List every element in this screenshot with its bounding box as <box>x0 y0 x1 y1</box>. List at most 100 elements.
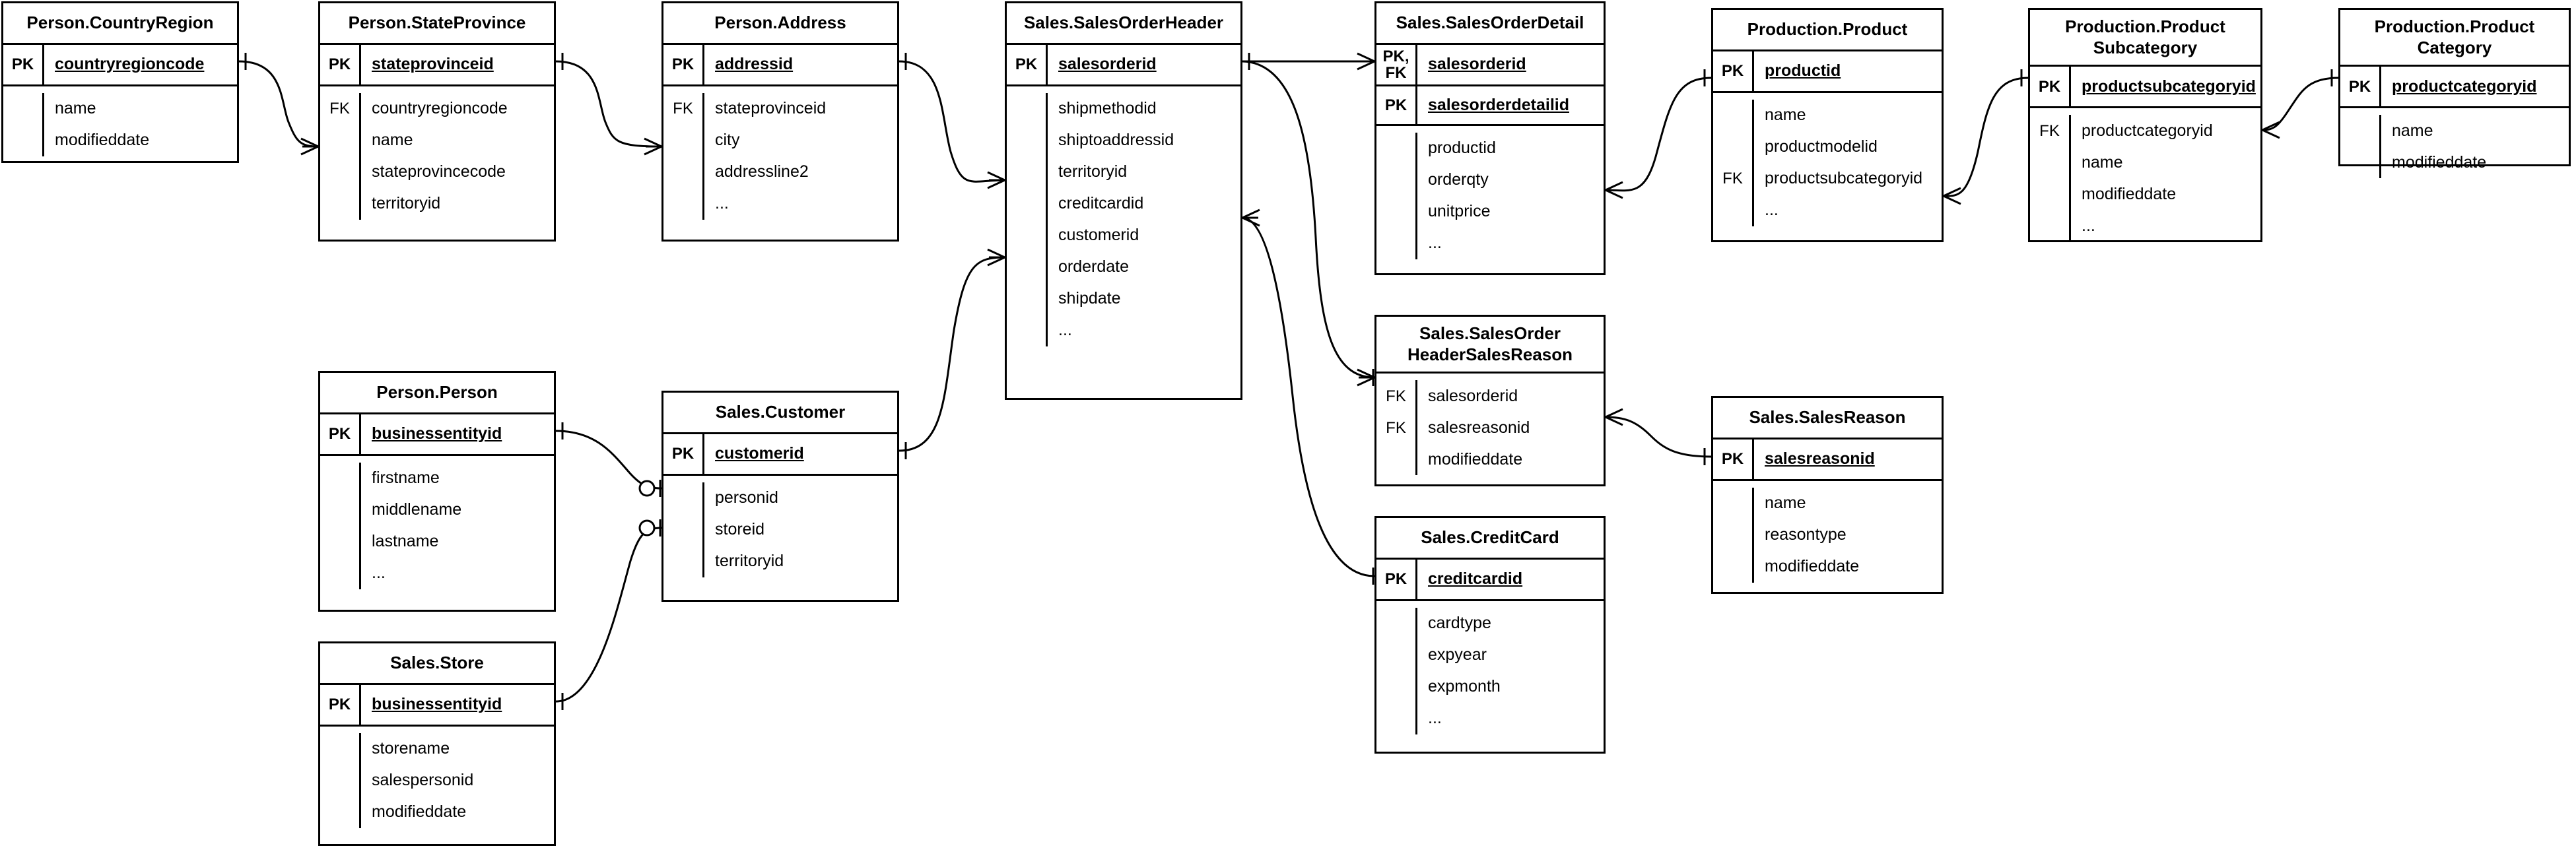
attr-row[interactable]: PK productcategoryid <box>2340 67 2569 107</box>
entity-production-product[interactable]: Production.Product PK productid name pro… <box>1711 8 1944 242</box>
key-badge <box>1376 443 1417 476</box>
entity-title: Production.Product Subcategory <box>2030 10 2260 67</box>
key-badge <box>320 796 361 828</box>
attr-row[interactable]: city <box>663 124 897 156</box>
attr-row[interactable]: stateprovincecode <box>320 156 554 188</box>
attr-row[interactable]: FK countryregioncode <box>320 92 554 125</box>
attr-row[interactable]: PK productid <box>1713 51 1942 91</box>
attr-name: stateprovinceid <box>715 99 827 118</box>
attr-row[interactable]: PK salesorderid <box>1007 44 1240 84</box>
attr-row[interactable]: orderdate <box>1007 251 1240 283</box>
key-badge <box>1007 219 1048 251</box>
attr-name: salesorderdetailid <box>1428 95 1569 114</box>
attr-name: productmodelid <box>1765 137 1878 156</box>
attr-row[interactable]: productid <box>1376 132 1604 164</box>
attr-row[interactable]: unitprice <box>1376 195 1604 228</box>
entity-sales-salesreason[interactable]: Sales.SalesReason PK salesreasonid name … <box>1711 396 1944 594</box>
entity-sales-salesorderdetail[interactable]: Sales.SalesOrderDetail PK, FK salesorder… <box>1374 1 1606 275</box>
entity-person-person[interactable]: Person.Person PK businessentityid firstn… <box>318 371 556 612</box>
attr-row[interactable]: PK addressid <box>663 44 897 84</box>
attr-row[interactable]: name <box>1713 99 1942 131</box>
attr-row[interactable]: ... <box>1713 194 1942 226</box>
attr-row[interactable]: PK salesreasonid <box>1713 439 1942 479</box>
attr-row[interactable]: personid <box>663 482 897 514</box>
attr-row[interactable]: territoryid <box>320 187 554 220</box>
attr-row[interactable]: FK productsubcategoryid <box>1713 162 1942 195</box>
attr-row[interactable]: PK businessentityid <box>320 414 554 454</box>
attr-name: addressid <box>715 55 794 74</box>
attr-row[interactable]: name <box>1713 487 1942 519</box>
entity-attr-section: FK stateprovinceid city addressline2 ... <box>663 84 897 228</box>
attr-row[interactable]: name <box>2030 146 2260 179</box>
attr-row[interactable]: orderqty <box>1376 164 1604 196</box>
attr-row[interactable]: name <box>2340 115 2569 147</box>
attr-name: shipmethodid <box>1058 99 1157 118</box>
attr-row[interactable]: firstname <box>320 462 554 494</box>
attr-row[interactable]: salespersonid <box>320 764 554 797</box>
attr-row[interactable]: FK salesreasonid <box>1376 412 1604 444</box>
attr-name: ... <box>1058 321 1072 340</box>
entity-sales-salesorderheader[interactable]: Sales.SalesOrderHeader PK salesorderid s… <box>1005 1 1242 400</box>
attr-row[interactable]: expmonth <box>1376 670 1604 703</box>
entity-sales-store[interactable]: Sales.Store PK businessentityid storenam… <box>318 641 556 846</box>
key-badge <box>1007 124 1048 156</box>
attr-row[interactable]: PK stateprovinceid <box>320 44 554 84</box>
attr-row[interactable]: cardtype <box>1376 607 1604 639</box>
attr-row[interactable]: storename <box>320 732 554 765</box>
attr-row[interactable]: modifieddate <box>320 796 554 828</box>
attr-row[interactable]: FK salesorderid <box>1376 380 1604 412</box>
attr-row[interactable]: PK customerid <box>663 434 897 474</box>
attr-row[interactable]: modifieddate <box>3 124 237 156</box>
attr-row[interactable]: reasontype <box>1713 519 1942 551</box>
attr-row[interactable]: addressline2 <box>663 156 897 188</box>
attr-row[interactable]: shiptoaddressid <box>1007 124 1240 156</box>
key-badge <box>320 462 361 494</box>
attr-row[interactable]: modifieddate <box>2340 146 2569 179</box>
attr-row[interactable]: ... <box>1376 227 1604 259</box>
key-badge <box>1713 99 1754 131</box>
attr-row[interactable]: PK salesorderdetailid <box>1376 84 1604 124</box>
attr-row[interactable]: customerid <box>1007 219 1240 251</box>
attr-row[interactable]: modifieddate <box>1376 443 1604 476</box>
entity-production-productsubcategory[interactable]: Production.Product Subcategory PK produc… <box>2028 8 2262 242</box>
attr-row[interactable]: expyear <box>1376 639 1604 671</box>
attr-row[interactable]: storeid <box>663 513 897 546</box>
attr-row[interactable]: shipmethodid <box>1007 92 1240 125</box>
attr-row[interactable]: PK creditcardid <box>1376 559 1604 599</box>
attr-row[interactable]: FK stateprovinceid <box>663 92 897 125</box>
entity-title: Person.Person <box>320 373 554 414</box>
attr-row[interactable]: territoryid <box>663 545 897 577</box>
attr-row[interactable]: ... <box>1376 702 1604 734</box>
attr-row[interactable]: lastname <box>320 525 554 558</box>
attr-row[interactable]: ... <box>663 187 897 220</box>
entity-sales-creditcard[interactable]: Sales.CreditCard PK creditcardid cardtyp… <box>1374 516 1606 754</box>
entity-production-productcategory[interactable]: Production.Product Category PK productca… <box>2338 8 2571 179</box>
entity-sales-salesorderheadersalesreason[interactable]: Sales.SalesOrder HeaderSalesReason FK sa… <box>1374 315 1606 486</box>
rel-countryregion-stateprovince <box>238 53 319 156</box>
attr-row[interactable]: productmodelid <box>1713 131 1942 163</box>
attr-row[interactable]: PK productsubcategoryid <box>2030 67 2260 107</box>
attr-row[interactable]: name <box>3 92 237 125</box>
attr-row[interactable]: PK countryregioncode <box>3 44 237 84</box>
entity-person-address[interactable]: Person.Address PK addressid FK stateprov… <box>661 1 899 242</box>
attr-row[interactable]: name <box>320 124 554 156</box>
attr-row[interactable]: creditcardid <box>1007 187 1240 220</box>
entity-person-countryregion[interactable]: Person.CountryRegion PK countryregioncod… <box>1 1 239 163</box>
attr-name: productcategoryid <box>2392 77 2537 96</box>
attr-row[interactable]: ... <box>320 557 554 589</box>
attr-row[interactable]: shipdate <box>1007 282 1240 315</box>
entity-sales-customer[interactable]: Sales.Customer PK customerid personid st… <box>661 391 899 602</box>
attr-row[interactable]: FK productcategoryid <box>2030 115 2260 147</box>
attr-row[interactable]: modifieddate <box>1713 550 1942 583</box>
attr-row[interactable]: modifieddate <box>2030 178 2260 211</box>
attr-row[interactable]: middlename <box>320 494 554 526</box>
key-badge: PK <box>2030 67 2071 107</box>
attr-row[interactable]: PK, FK salesorderid <box>1376 44 1604 84</box>
attr-row[interactable]: ... <box>1007 314 1240 346</box>
entity-title: Production.Product <box>1713 10 1942 51</box>
attr-row[interactable]: PK businessentityid <box>320 684 554 725</box>
entity-person-stateprovince[interactable]: Person.StateProvince PK stateprovinceid … <box>318 1 556 242</box>
attr-row[interactable]: territoryid <box>1007 156 1240 188</box>
attr-row[interactable]: ... <box>2030 210 2260 242</box>
key-badge <box>663 545 704 577</box>
